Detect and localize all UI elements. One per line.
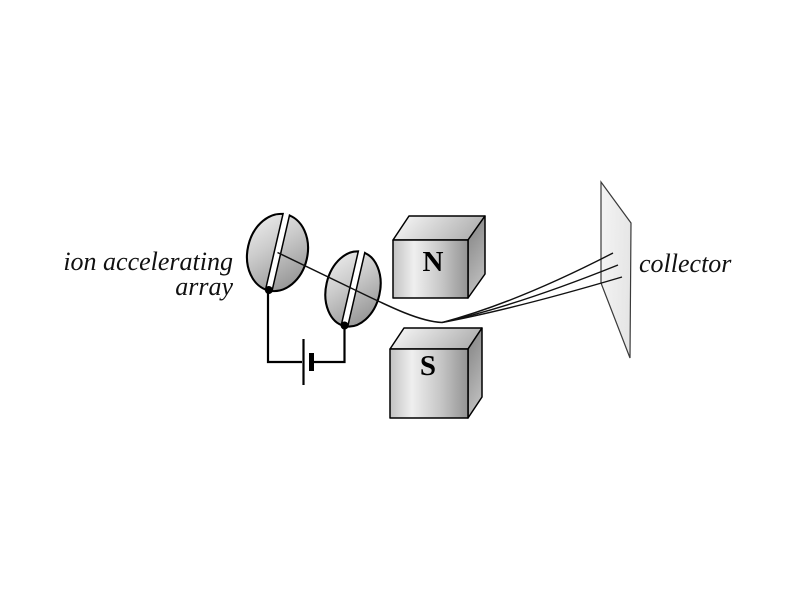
- wire-connection-dot: [264, 286, 273, 295]
- south-pole-label: S: [420, 350, 436, 382]
- collector-label: collector: [639, 249, 732, 278]
- wire-connection-dot: [340, 321, 349, 330]
- magnet-south: [389, 327, 483, 419]
- magnet-front-face: [392, 239, 469, 299]
- ion-source-label-line2: array: [175, 272, 233, 301]
- north-pole-label: N: [423, 246, 444, 278]
- ion-beam-path: [277, 251, 443, 324]
- beam-trace-middle: [441, 264, 619, 324]
- ion-source-label-line1: ion accelerating: [63, 247, 233, 276]
- beam-trace-top: [441, 252, 614, 324]
- collector-plate: [600, 180, 632, 359]
- ion-beam: [277, 251, 623, 324]
- magnet-north: [392, 215, 486, 299]
- beam-trace-bottom: [441, 276, 623, 324]
- circuit-wire-left: [266, 290, 302, 364]
- battery-circuit: [266, 290, 346, 385]
- magnet-front-face: [389, 348, 469, 419]
- circuit-wire-right: [313, 326, 346, 364]
- magnet-top-face: [389, 327, 483, 350]
